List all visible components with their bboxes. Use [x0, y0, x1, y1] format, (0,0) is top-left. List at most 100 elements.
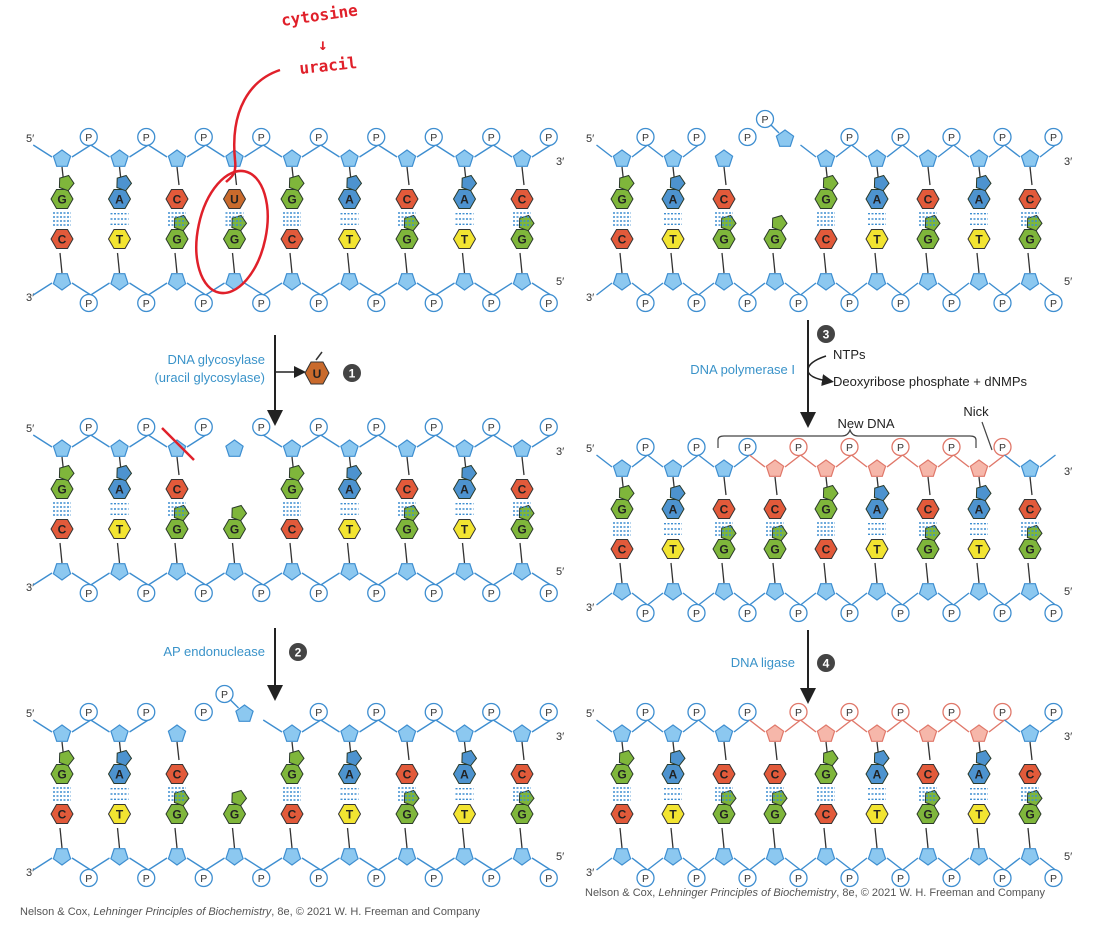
svg-text:G: G — [287, 483, 296, 497]
hydrogen-bonds — [970, 787, 988, 801]
base-bottom-T: T — [661, 804, 685, 824]
sugar-bottom — [918, 273, 938, 291]
svg-text:C: C — [518, 193, 527, 207]
base-top-G: G — [50, 174, 75, 209]
base-top-A: A — [337, 749, 363, 784]
sugar-top — [282, 724, 302, 742]
sugar-bottom — [816, 848, 836, 866]
svg-text:P: P — [744, 442, 751, 454]
svg-text:P: P — [897, 873, 904, 885]
base-bottom-T: T — [107, 229, 132, 249]
svg-text:P: P — [143, 873, 150, 885]
phosphate-top: P — [840, 437, 859, 457]
svg-text:P: P — [693, 298, 700, 310]
svg-text:P: P — [545, 422, 552, 434]
base-bottom-T: T — [967, 804, 991, 824]
step-4-enzyme-label: DNA ligase — [731, 655, 795, 670]
svg-text:P: P — [373, 132, 380, 144]
svg-text:P: P — [999, 873, 1006, 885]
svg-text:P: P — [488, 298, 495, 310]
dna-panel-p6: 5′3′3′5′PGPCPAPTPCPGPCPGPGPCPAPTPCPGPAPT… — [586, 702, 1072, 888]
svg-text:P: P — [999, 442, 1006, 454]
svg-text:P: P — [85, 873, 92, 885]
dna-panel-p3: 5′3′3′5′PGPCPAPTPCPGPGPGPCPAPTPCPGPAPTPC… — [26, 684, 564, 888]
sugar-bottom — [512, 563, 532, 581]
svg-text:P: P — [693, 707, 700, 719]
hydrogen-bonds — [168, 212, 186, 226]
svg-text:C: C — [771, 768, 780, 782]
svg-text:2: 2 — [295, 646, 302, 660]
svg-text:4: 4 — [823, 657, 830, 671]
sugar-bottom — [969, 273, 989, 291]
svg-text:P: P — [642, 442, 649, 454]
sugar-bottom — [612, 583, 632, 601]
phosphate-bottom: P — [482, 293, 501, 313]
sugar-fragment — [235, 704, 254, 722]
phosphate-bottom: P — [687, 603, 706, 623]
svg-text:C: C — [822, 808, 831, 822]
svg-text:1: 1 — [349, 367, 356, 381]
step-3-badge: 3 — [817, 325, 835, 343]
phosphate-bottom: P — [252, 583, 271, 603]
figure-credit-left: Nelson & Cox, Lehninger Principles of Bi… — [20, 906, 480, 918]
svg-text:3′: 3′ — [1064, 731, 1072, 743]
base-bottom-G: G — [916, 524, 941, 559]
hydrogen-bonds — [766, 787, 784, 801]
svg-text:P: P — [430, 588, 437, 600]
svg-text:P: P — [488, 422, 495, 434]
base-top-C: C — [395, 764, 419, 784]
dna-panel-p4: 5′3′3′5′PGPCPAPTPCPGPGPGPCPAPTPCPGPAPTPC… — [586, 109, 1072, 313]
svg-text:P: P — [795, 873, 802, 885]
svg-text:P: P — [999, 707, 1006, 719]
svg-text:P: P — [948, 707, 955, 719]
svg-text:P: P — [1050, 707, 1057, 719]
base-top-C: C — [916, 499, 940, 519]
phosphate-top: P — [840, 127, 859, 147]
sugar-bottom — [867, 583, 887, 601]
svg-text:C: C — [618, 808, 627, 822]
sugar-top — [714, 149, 734, 167]
phosphate-bottom: P — [79, 868, 98, 888]
hydrogen-bonds — [455, 787, 474, 801]
svg-text:5′: 5′ — [586, 708, 594, 720]
svg-text:P: P — [85, 707, 92, 719]
svg-text:P: P — [545, 873, 552, 885]
svg-text:P: P — [85, 422, 92, 434]
step-4-ligase: DNA ligase 4 — [731, 630, 835, 704]
phosphate-bottom: P — [539, 583, 558, 603]
svg-text:T: T — [346, 233, 354, 247]
svg-text:C: C — [720, 193, 729, 207]
svg-text:G: G — [402, 523, 411, 537]
phosphate-bottom: P — [367, 868, 386, 888]
hydrogen-bonds — [168, 502, 186, 516]
base-top-C: C — [1018, 499, 1042, 519]
sugar-top — [167, 724, 187, 742]
svg-text:G: G — [617, 193, 626, 207]
sugar-top — [110, 724, 129, 742]
svg-text:P: P — [430, 298, 437, 310]
svg-text:5′: 5′ — [1064, 276, 1072, 288]
sugar-bottom — [765, 848, 785, 866]
svg-text:P: P — [200, 873, 207, 885]
svg-text:C: C — [58, 808, 67, 822]
svg-text:P: P — [200, 298, 207, 310]
phosphate-bottom: P — [636, 603, 655, 623]
phosphate-top: P — [252, 127, 271, 147]
sugar-top — [167, 439, 187, 457]
base-bottom-C: C — [50, 804, 74, 824]
svg-text:A: A — [669, 768, 678, 782]
base-bottom-C: C — [610, 229, 634, 249]
svg-text:P: P — [315, 588, 322, 600]
sugar-bottom — [340, 273, 359, 291]
phosphate-top: P — [539, 417, 558, 437]
svg-text:P: P — [999, 608, 1006, 620]
base-bottom-G: G — [222, 789, 248, 824]
base-bottom-G: G — [763, 524, 788, 559]
phosphate-top: P — [789, 437, 808, 457]
sugar-bottom — [397, 273, 417, 291]
svg-text:C: C — [822, 543, 831, 557]
svg-text:P: P — [143, 707, 150, 719]
hydrogen-bonds — [283, 212, 301, 226]
phosphate-top: P — [840, 702, 859, 722]
svg-text:T: T — [975, 808, 983, 822]
